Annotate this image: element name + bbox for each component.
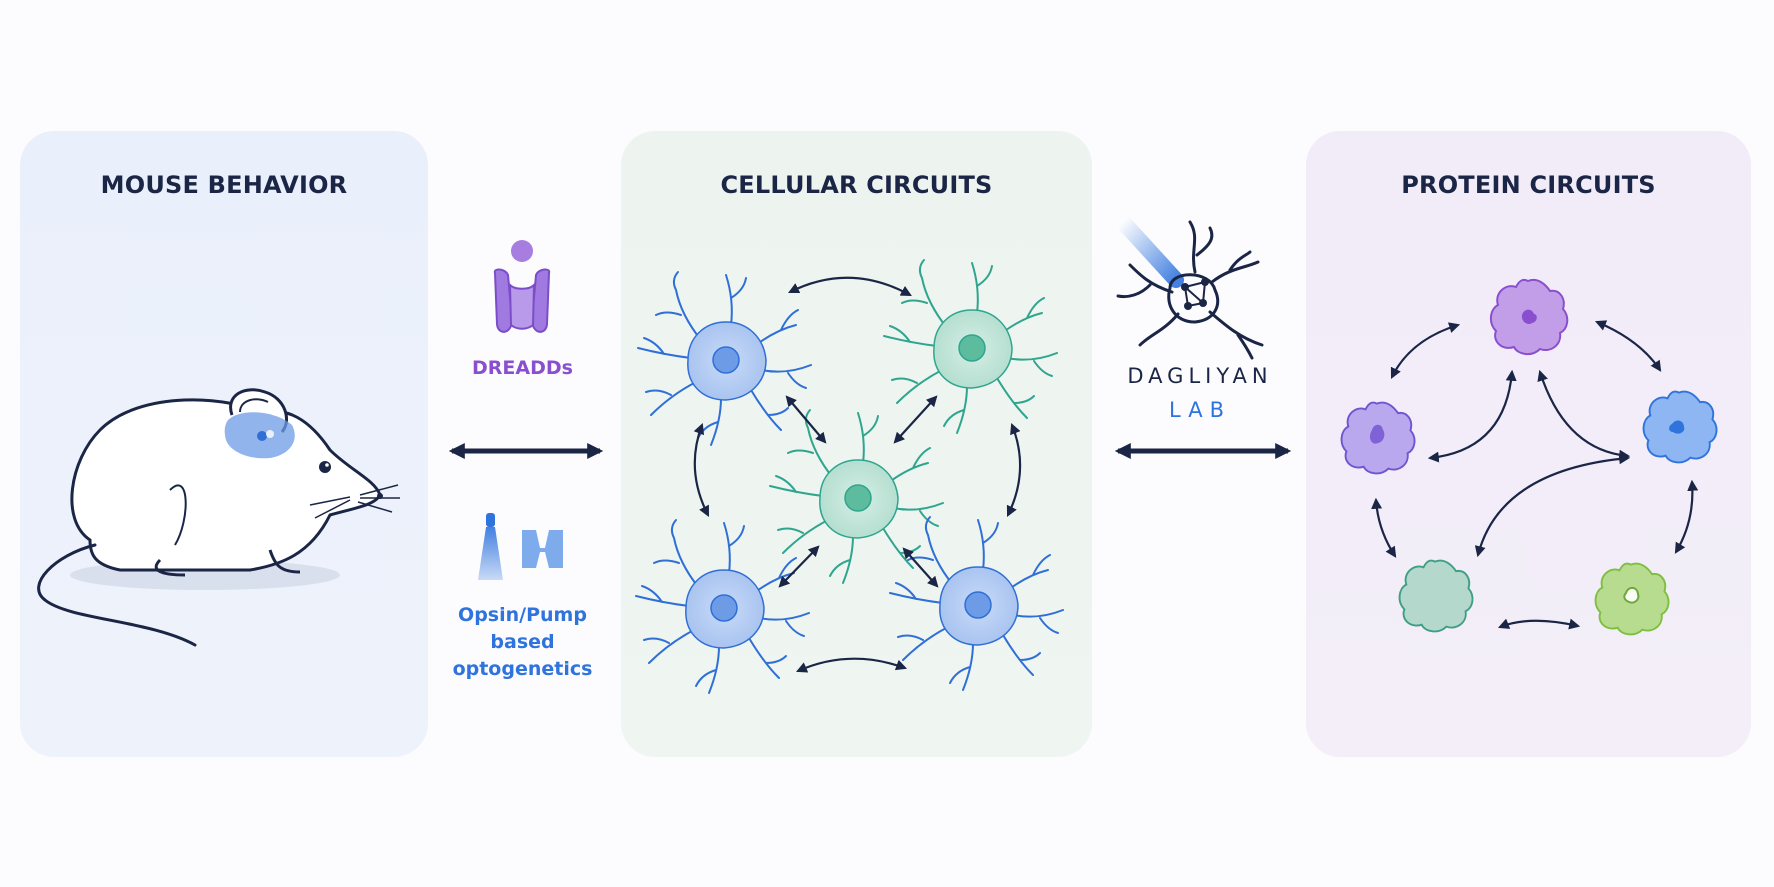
lab-logo-sub: LAB xyxy=(1169,398,1231,422)
neuron-icon xyxy=(635,519,810,694)
protein-blob-icon xyxy=(1340,401,1416,475)
neuron-icon xyxy=(637,271,812,446)
protein-circuits-title: PROTEIN CIRCUITS xyxy=(1401,171,1656,199)
protein-blob-icon xyxy=(1594,562,1670,636)
dreadd-receptor-icon xyxy=(493,240,551,333)
lab-logo-name: DAGLIYAN xyxy=(1127,364,1273,388)
mouse-icon xyxy=(37,388,400,647)
cell-interaction-arrows xyxy=(693,276,1022,673)
optogenetics-label: Opsin/Pump based optogenetics xyxy=(445,602,600,683)
lab-logo-neuron-icon xyxy=(1115,214,1264,360)
mouse-behavior-title: MOUSE BEHAVIOR xyxy=(100,171,348,199)
protein-blob-icon xyxy=(1642,390,1718,464)
cellular-circuits-title: CELLULAR CIRCUITS xyxy=(720,171,993,199)
dreadds-label: DREADDs xyxy=(472,357,573,379)
protein-interaction-arrows xyxy=(1371,320,1699,630)
optogenetics-label-line1: Opsin/Pump xyxy=(458,604,587,626)
optogenetics-label-line2: based xyxy=(490,631,555,653)
protein-blob-icon xyxy=(1398,559,1474,633)
neuron-icon xyxy=(883,259,1058,434)
opsin-pump-icon xyxy=(478,513,563,580)
optogenetics-label-line3: optogenetics xyxy=(452,658,593,680)
protein-blob-icon xyxy=(1489,278,1569,356)
neuron-icon xyxy=(889,516,1064,691)
